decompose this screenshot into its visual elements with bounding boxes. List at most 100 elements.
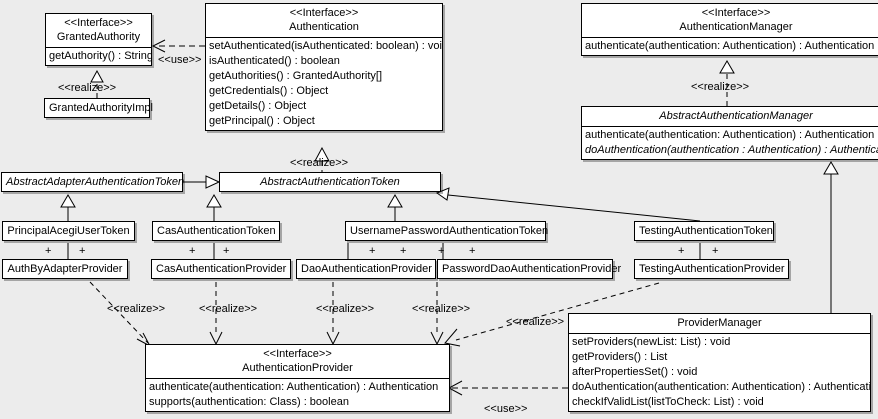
class-name-cas-authentication-token: CasAuthenticationToken [157,225,276,237]
class-divider [582,37,878,38]
class-header-dao-authentication-provider: DaoAuthenticationProvider [297,260,435,278]
multiplicity-username-mid-right: + [438,245,445,257]
class-divider [206,37,442,38]
label-use-authentication-grantedauthority: <<use>> [158,54,202,66]
multiplicity-cas-right: + [223,245,230,257]
class-name-auth-by-adapter-provider: AuthByAdapterProvider [7,263,123,275]
member-isauthenticated: isAuthenticated() : boolean [209,55,340,67]
class-members-abstract-authentication-manager: authenticate(authentication: Authenticat… [582,127,878,159]
class-header-username-password-authentication-token: UsernamePasswordAuthenticationToken [346,222,549,240]
use-arrowhead-grantedauthority [151,39,166,53]
class-box-authentication-provider[interactable]: <<Interface>> AuthenticationProvider aut… [145,344,450,412]
generalization-arrowhead-usernamepasswordtoken [387,194,403,208]
stereotype-interface: <<Interface>> [289,7,359,19]
class-box-cas-authentication-provider[interactable]: CasAuthenticationProvider [151,259,291,279]
class-header-password-dao-authentication-provider: PasswordDaoAuthenticationProvider [438,260,621,278]
class-box-username-password-authentication-token[interactable]: UsernamePasswordAuthenticationToken [345,221,549,241]
label-realize-grantedauthorityimpl: <<realize>> [58,82,117,94]
class-name-authentication: Authentication [289,21,359,33]
member-checkifvalidlist: checkIfValidList(listToCheck: List) : vo… [572,396,764,408]
realize-arrowhead-abstractauthenticationmanager [719,60,735,74]
class-header-abstract-adapter-authentication-token: AbstractAdapterAuthenticationToken [2,173,185,191]
class-name-abstract-authentication-manager: AbstractAuthenticationManager [659,110,813,122]
class-box-testing-authentication-provider[interactable]: TestingAuthenticationProvider [634,259,789,279]
class-header-provider-manager: ProviderManager [569,314,870,333]
class-name-username-password-authentication-token: UsernamePasswordAuthenticationToken [350,225,549,237]
multiplicity-cas-left: + [189,245,196,257]
multiplicity-principal-right: + [79,245,86,257]
label-realize-abstractauthenticationtoken: <<realize>> [290,157,349,169]
class-name-testing-authentication-token: TestingAuthenticationToken [639,225,773,237]
class-divider [582,126,878,127]
class-header-principal-acegi-user-token: PrincipalAcegiUserToken [3,222,134,240]
class-box-abstract-adapter-authentication-token[interactable]: AbstractAdapterAuthenticationToken [1,172,185,192]
class-name-granted-authority-impl: GrantedAuthorityImpl [49,102,153,114]
label-realize-abstractauthenticationmanager: <<realize>> [691,81,750,93]
class-header-granted-authority: <<Interface>> GrantedAuthority [46,14,151,47]
member-setauthenticated: setAuthenticated(isAuthenticated: boolea… [209,40,442,52]
class-name-testing-authentication-provider: TestingAuthenticationProvider [639,263,785,275]
label-realize-casauthenticationprovider: <<realize>> [199,303,258,315]
class-box-cas-authentication-token[interactable]: CasAuthenticationToken [152,221,280,241]
realize-arrowhead-passworddaoprovider [430,331,444,346]
class-members-authentication-manager: authenticate(authentication: Authenticat… [582,38,878,55]
class-divider [46,47,151,48]
class-name-provider-manager: ProviderManager [677,317,762,329]
class-members-granted-authority: getAuthority() : String [46,48,151,65]
class-header-auth-by-adapter-provider: AuthByAdapterProvider [3,260,127,278]
class-divider [569,333,870,334]
class-divider [146,378,449,379]
stereotype-interface: <<Interface>> [263,348,332,360]
member-getauthorities: getAuthorities() : GrantedAuthority[] [209,70,383,82]
class-name-abstract-adapter-authentication-token: AbstractAdapterAuthenticationToken [6,176,185,188]
class-name-granted-authority: GrantedAuthority [56,31,141,43]
class-box-principal-acegi-user-token[interactable]: PrincipalAcegiUserToken [2,221,135,241]
realize-arrowhead-daoauthenticationprovider [326,331,340,346]
multiplicity-testing-right: + [712,245,719,257]
label-use-providermanager: <<use>> [484,403,528,415]
multiplicity-principal-left: + [45,245,52,257]
member-getcredentials: getCredentials() : Object [209,85,329,97]
class-header-abstract-authentication-token: AbstractAuthenticationToken [220,173,440,191]
class-box-dao-authentication-provider[interactable]: DaoAuthenticationProvider [296,259,436,279]
class-header-abstract-authentication-manager: AbstractAuthenticationManager [582,107,878,126]
generalization-arrowhead-principalacegiusertoken [60,194,76,208]
class-box-authentication[interactable]: <<Interface>> Authentication setAuthenti… [205,3,443,131]
class-box-abstract-authentication-manager[interactable]: AbstractAuthenticationManager authentica… [581,106,878,160]
member-doauthentication: doAuthentication(authentication: Authent… [572,381,870,393]
generalization-arrowhead-providermanager [823,161,839,175]
class-name-authentication-provider: AuthenticationProvider [242,362,353,374]
class-header-cas-authentication-token: CasAuthenticationToken [153,222,279,240]
class-box-granted-authority-impl[interactable]: GrantedAuthorityImpl [44,98,153,118]
member-authenticate: authenticate(authentication: Authenticat… [585,129,875,141]
label-realize-testingauthenticationprovider: <<realize>> [506,316,565,328]
class-name-principal-acegi-user-token: PrincipalAcegiUserToken [7,225,130,237]
class-box-auth-by-adapter-provider[interactable]: AuthByAdapterProvider [2,259,128,279]
class-members-provider-manager: setProviders(newList: List) : void getPr… [569,334,870,411]
member-afterpropertiesset: afterPropertiesSet() : void [572,366,698,378]
class-box-granted-authority[interactable]: <<Interface>> GrantedAuthority getAuthor… [45,13,152,66]
class-header-cas-authentication-provider: CasAuthenticationProvider [152,260,290,278]
member-getproviders: getProviders() : List [572,351,668,363]
realize-arrowhead-casauthenticationprovider [209,331,223,346]
generalization-arrowhead-adaptertoken [205,175,221,189]
multiplicity-username-right: + [469,245,476,257]
class-box-testing-authentication-token[interactable]: TestingAuthenticationToken [634,221,774,241]
use-arrowhead-providermanager [447,380,463,396]
class-box-abstract-authentication-token[interactable]: AbstractAuthenticationToken [219,172,441,192]
class-box-authentication-manager[interactable]: <<Interface>> AuthenticationManager auth… [581,3,878,56]
class-box-password-dao-authentication-provider[interactable]: PasswordDaoAuthenticationProvider [437,259,621,279]
class-header-authentication-manager: <<Interface>> AuthenticationManager [582,4,878,37]
member-getdetails: getDetails() : Object [209,100,307,112]
member-setproviders: setProviders(newList: List) : void [572,336,731,348]
class-header-authentication-provider: <<Interface>> AuthenticationProvider [146,345,449,378]
stereotype-interface: <<Interface>> [701,7,771,19]
generalization-arrowhead-casauthenticationtoken [206,194,222,208]
member-doauthentication: doAuthentication(authentication : Authen… [585,144,878,156]
member-authenticate: authenticate(authentication: Authenticat… [149,381,439,393]
stereotype-interface: <<Interface>> [64,17,133,29]
class-name-authentication-manager: AuthenticationManager [679,21,793,33]
class-box-provider-manager[interactable]: ProviderManager setProviders(newList: Li… [568,313,871,412]
member-authenticate: authenticate(authentication: Authenticat… [585,40,875,52]
